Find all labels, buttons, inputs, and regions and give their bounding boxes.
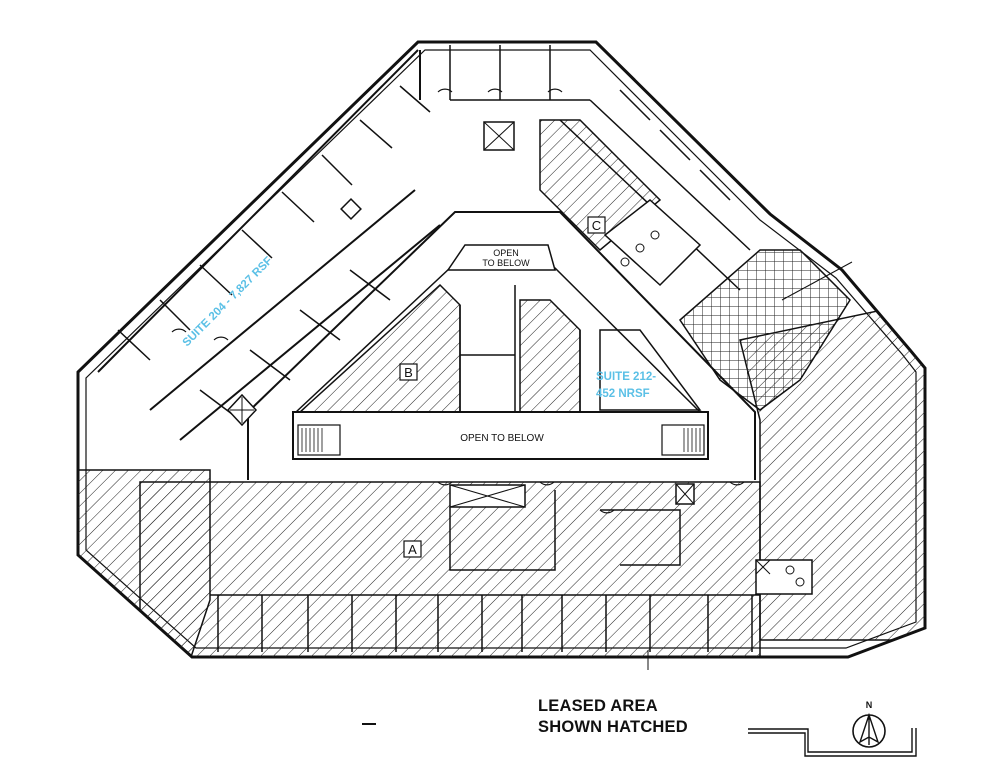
open-to-below-center bbox=[292, 411, 709, 460]
suite-212-label-1: SUITE 212- bbox=[596, 371, 656, 383]
core-corridor bbox=[247, 211, 756, 480]
open-to-below-top bbox=[446, 244, 556, 271]
southwest-wing-hatch bbox=[78, 469, 211, 657]
open-to-below-top-label-2: TO BELOW bbox=[482, 258, 530, 268]
north-label: N bbox=[866, 700, 873, 710]
crosshatch-area bbox=[679, 249, 851, 411]
legend: LEASED AREA SHOWN HATCHED bbox=[538, 696, 688, 738]
suite-212-label-2: 452 NRSF bbox=[596, 388, 650, 400]
area-c-tag bbox=[587, 216, 606, 234]
area-c-label: C bbox=[592, 218, 601, 233]
scale-dash bbox=[362, 723, 376, 725]
area-b-label: B bbox=[404, 365, 413, 380]
legend-line-1: LEASED AREA bbox=[538, 697, 658, 715]
open-to-below-top-label-1: OPEN bbox=[493, 248, 519, 258]
legend-line-2: SHOWN HATCHED bbox=[538, 718, 688, 736]
area-a-label: A bbox=[408, 542, 417, 557]
north-arrow-bracket bbox=[748, 728, 917, 757]
area-a-tag bbox=[403, 540, 422, 558]
open-to-below-center-label: OPEN TO BELOW bbox=[460, 433, 544, 444]
north-arrow-icon bbox=[858, 712, 880, 745]
area-b-tag bbox=[399, 363, 418, 381]
